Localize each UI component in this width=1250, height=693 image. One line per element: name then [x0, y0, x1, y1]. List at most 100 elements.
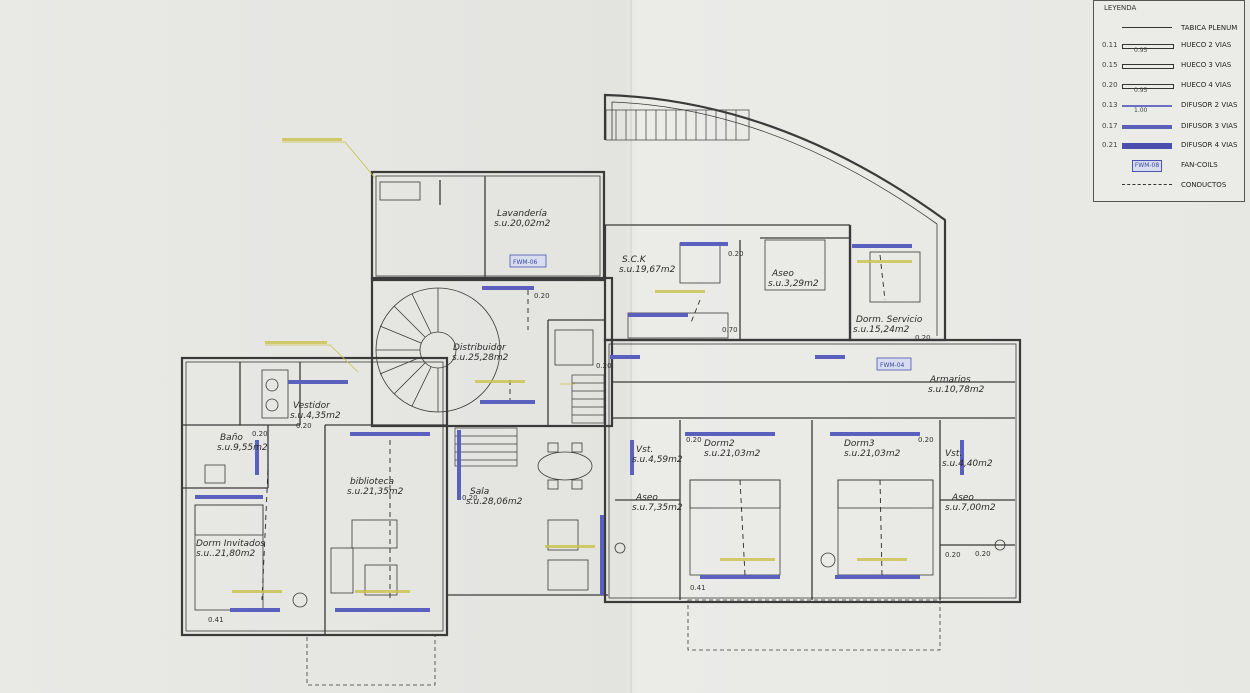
- fan-coil-units: [509, 254, 912, 371]
- legend-title: LEYENDA: [1104, 4, 1137, 12]
- partitions: [182, 176, 1015, 635]
- fan-coil-symbol: FWM-08: [1132, 160, 1162, 172]
- room-biblioteca-name: biblioteca: [350, 477, 394, 487]
- dimension-labels: 0.20 0.20 0.20 0.70 0.20 0.20 0.20 0.20 …: [208, 250, 991, 624]
- room-dorm-servicio-name: Dorm. Servicio: [856, 315, 923, 325]
- conductos-symbol: [1122, 184, 1172, 189]
- legend-row-tabica: TABICA PLENUM: [1094, 21, 1244, 37]
- dim-label: 0.20: [728, 250, 744, 258]
- fan-coil-tag-2: FWM-04: [880, 362, 905, 369]
- dim-label: 0.20: [975, 550, 991, 558]
- dim-label: 0.20: [252, 430, 268, 438]
- room-armarios-area: s.u.10,78m2: [928, 385, 985, 395]
- dim-label: 0.20: [918, 436, 934, 444]
- legend-subvalue: 0.95: [1134, 87, 1148, 94]
- hueco-2-vias-symbol: [1122, 44, 1174, 49]
- legend-value: 0.15: [1102, 61, 1118, 69]
- legend-row-difusor3: 0.17 DIFUSOR 3 VIAS: [1094, 119, 1244, 135]
- difusor-4-vias-symbol: [1122, 143, 1172, 149]
- legend-label: HUECO 3 VIAS: [1181, 61, 1232, 69]
- furniture: [194, 181, 1006, 611]
- room-dorm3-name: Dorm3: [844, 439, 875, 449]
- room-dorm-invitados-area: s.u..21,80m2: [196, 549, 256, 559]
- dim-label: 0.20: [596, 362, 612, 370]
- legend-row-hueco4: 0.20 0.95 HUECO 4 VIAS: [1094, 78, 1244, 94]
- legend-label: DIFUSOR 2 VIAS: [1181, 101, 1238, 109]
- legend-value: 0.11: [1102, 41, 1118, 49]
- room-dorm-invitados-name: Dorm Invitados: [196, 539, 265, 549]
- room-vst-right-area: s.u.4,40m2: [942, 459, 993, 469]
- room-aseo-right-name: Aseo: [951, 493, 974, 503]
- legend-subvalue: 1.00: [1134, 107, 1148, 114]
- dim-label: 0.20: [686, 436, 702, 444]
- difusor-2-vias-symbol: [1122, 105, 1172, 107]
- legend-row-fancoils: FWM-08 FAN-COILS: [1094, 158, 1244, 174]
- dim-label: 0.70: [722, 326, 738, 334]
- room-vst-left-area: s.u.4,59m2: [632, 455, 683, 465]
- legend-label: TABICA PLENUM: [1181, 24, 1238, 32]
- dim-label: 0.20: [945, 551, 961, 559]
- legend-row-conductos: CONDUCTOS: [1094, 178, 1244, 194]
- room-aseo-left-name: Aseo: [635, 493, 658, 503]
- legend-subvalue: 0.95: [1134, 47, 1148, 54]
- room-vestidor-name: Vestidor: [293, 401, 331, 411]
- dim-label: 0.20: [915, 334, 931, 342]
- legend-value: 0.13: [1102, 101, 1118, 109]
- hueco-3-vias-symbol: [1122, 64, 1174, 69]
- difusor-3-vias-symbol: [1122, 125, 1172, 129]
- room-sala-name: Sala: [470, 487, 489, 497]
- ducts: [261, 254, 886, 601]
- hueco-4-vias-symbol: [1122, 84, 1174, 89]
- legend-row-hueco2: 0.11 0.95 HUECO 2 VIAS: [1094, 38, 1244, 54]
- room-sala-area: s.u.28,06m2: [466, 497, 523, 507]
- room-dorm-servicio-area: s.u.15,24m2: [853, 325, 910, 335]
- room-biblioteca-area: s.u.21,35m2: [347, 487, 404, 497]
- legend-value: 0.20: [1102, 81, 1118, 89]
- legend-row-difusor2: 0.13 1.00 DIFUSOR 2 VIAS: [1094, 98, 1244, 114]
- legend-label: FAN-COILS: [1181, 161, 1218, 169]
- annotation-marks: [232, 138, 912, 593]
- tabica-plenum-symbol: [1122, 27, 1172, 32]
- legend-row-difusor4: 0.21 DIFUSOR 4 VIAS: [1094, 138, 1244, 154]
- room-vst-right-name: Vst.: [945, 449, 962, 459]
- dim-label: 0.41: [208, 616, 224, 624]
- room-lavanderia-area: s.u.20,02m2: [494, 219, 551, 229]
- legend-label: HUECO 2 VIAS: [1181, 41, 1232, 49]
- fan-coil-tag-1: FWM-06: [513, 259, 538, 266]
- legend-value: 0.21: [1102, 141, 1118, 149]
- room-distribuidor-area: s.u.25,28m2: [452, 353, 509, 363]
- room-vestidor-area: s.u.4,35m2: [290, 411, 341, 421]
- room-dorm2-name: Dorm2: [704, 439, 735, 449]
- room-bano-area: s.u.9,55m2: [217, 443, 268, 453]
- straight-staircase: [454, 109, 750, 467]
- room-aseo-name: Aseo: [771, 269, 794, 279]
- room-dorm3-area: s.u.21,03m2: [844, 449, 901, 459]
- walls: [180, 93, 1022, 686]
- room-armarios-name: Armarios: [929, 375, 971, 385]
- room-distribuidor-name: Distribuidor: [453, 343, 507, 353]
- dim-label: 0.20: [296, 422, 312, 430]
- dim-label: 0.20: [534, 292, 550, 300]
- room-dorm2-area: s.u.21,03m2: [704, 449, 761, 459]
- paper-fold: [630, 0, 632, 693]
- annotation-leaders: [265, 141, 575, 385]
- diffusers: [195, 242, 964, 612]
- legend-label: HUECO 4 VIAS: [1181, 81, 1232, 89]
- fan-coil-tags: FWM-06 FWM-04: [513, 259, 905, 369]
- legend-row-hueco3: 0.15 HUECO 3 VIAS: [1094, 58, 1244, 74]
- room-aseo-area: s.u.3,29m2: [768, 279, 819, 289]
- legend-label: CONDUCTOS: [1181, 181, 1227, 189]
- legend: LEYENDA TABICA PLENUM 0.11 0.95 HUECO 2 …: [1093, 0, 1245, 202]
- room-lavanderia-name: Lavandería: [497, 209, 547, 219]
- legend-label: DIFUSOR 3 VIAS: [1181, 122, 1238, 130]
- spiral-staircase: [375, 287, 501, 413]
- room-aseo-right-area: s.u.7,00m2: [945, 503, 996, 513]
- dim-label: 0.20: [462, 494, 478, 502]
- room-bano-name: Baño: [220, 433, 243, 443]
- room-aseo-left-area: s.u.7,35m2: [632, 503, 683, 513]
- room-sck-name: S.C.K: [622, 255, 647, 265]
- dim-label: 0.41: [690, 584, 706, 592]
- room-vst-left-name: Vst.: [636, 445, 653, 455]
